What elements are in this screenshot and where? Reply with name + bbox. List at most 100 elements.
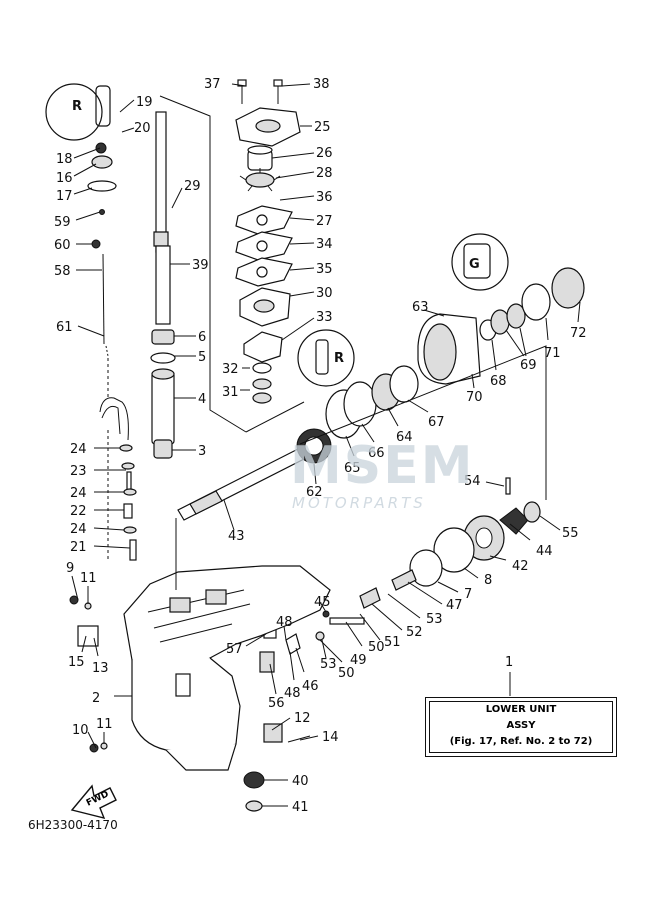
- nut-41: [245, 800, 263, 812]
- callout-35[interactable]: 35: [316, 262, 333, 277]
- callout-62[interactable]: 62: [306, 485, 323, 500]
- callout-29[interactable]: 29: [184, 179, 201, 194]
- callout-34[interactable]: 34: [316, 237, 333, 252]
- callout-36[interactable]: 36: [316, 190, 333, 205]
- callout-50a[interactable]: 50: [368, 640, 385, 655]
- callout-68[interactable]: 68: [490, 374, 507, 389]
- callout-53a[interactable]: 53: [426, 612, 443, 627]
- callout-27[interactable]: 27: [316, 214, 333, 229]
- callout-71[interactable]: 71: [544, 346, 561, 361]
- callout-39[interactable]: 39: [192, 258, 209, 273]
- callout-13[interactable]: 13: [92, 661, 109, 676]
- callout-51[interactable]: 51: [384, 635, 401, 650]
- callout-1[interactable]: 1: [505, 655, 513, 670]
- drive-shaft: [155, 111, 167, 253]
- callout-3[interactable]: 3: [198, 444, 206, 459]
- leader-lines: [71, 83, 581, 807]
- callout-42[interactable]: 42: [512, 559, 529, 574]
- callout-47[interactable]: 47: [446, 598, 463, 613]
- legend-line-2: ASSY: [506, 720, 536, 731]
- callout-24b[interactable]: 24: [70, 486, 87, 501]
- callout-11b[interactable]: 11: [96, 717, 113, 732]
- callout-30[interactable]: 30: [316, 286, 333, 301]
- legend-line-3: (Fig. 17, Ref. No. 2 to 72): [449, 736, 593, 747]
- bearing-3: [153, 439, 173, 459]
- gear-case: [123, 565, 331, 812]
- callout-59[interactable]: 59: [54, 215, 71, 230]
- callout-57[interactable]: 57: [226, 642, 243, 657]
- legend-line-1: LOWER UNIT: [485, 704, 557, 715]
- callout-70[interactable]: 70: [466, 390, 483, 405]
- callout-60[interactable]: 60: [54, 238, 71, 253]
- callout-46[interactable]: 46: [302, 679, 319, 694]
- callout-17[interactable]: 17: [56, 189, 73, 204]
- callout-23[interactable]: 23: [70, 464, 87, 479]
- callout-50b[interactable]: 50: [338, 666, 355, 681]
- callout-18[interactable]: 18: [56, 152, 73, 167]
- callout-28[interactable]: 28: [316, 166, 333, 181]
- callout-48b[interactable]: 48: [284, 686, 301, 701]
- screw-10: [89, 743, 99, 753]
- bearing-housing-group: G: [417, 243, 585, 385]
- callout-72[interactable]: 72: [570, 326, 587, 341]
- callout-38[interactable]: 38: [313, 77, 330, 92]
- svg-text:G: G: [469, 257, 480, 272]
- callout-66[interactable]: 66: [368, 446, 385, 461]
- circlip-71: [521, 283, 551, 321]
- callout-69[interactable]: 69: [520, 358, 537, 373]
- callout-31[interactable]: 31: [222, 385, 239, 400]
- callout-20[interactable]: 20: [134, 121, 151, 136]
- callout-24a[interactable]: 24: [70, 442, 87, 457]
- water-tube: [99, 397, 129, 441]
- callout-9[interactable]: 9: [66, 561, 74, 576]
- callout-7[interactable]: 7: [464, 587, 472, 602]
- callout-49[interactable]: 49: [350, 653, 367, 668]
- callout-55[interactable]: 55: [562, 526, 579, 541]
- inset-circle-g: [451, 233, 509, 291]
- callout-12[interactable]: 12: [294, 711, 311, 726]
- callout-22[interactable]: 22: [70, 504, 87, 519]
- callout-33[interactable]: 33: [316, 310, 333, 325]
- bolt-38: [273, 79, 283, 104]
- callout-58[interactable]: 58: [54, 264, 71, 279]
- callout-11a[interactable]: 11: [80, 571, 97, 586]
- svg-text:R: R: [72, 99, 82, 114]
- bolt-37: [237, 79, 247, 104]
- callout-6[interactable]: 6: [198, 330, 206, 345]
- callout-26[interactable]: 26: [316, 146, 333, 161]
- callout-24c[interactable]: 24: [70, 522, 87, 537]
- callout-61[interactable]: 61: [56, 320, 73, 335]
- drive-shaft-group: [150, 111, 176, 459]
- callout-4[interactable]: 4: [198, 392, 206, 407]
- callout-53b[interactable]: 53: [320, 657, 337, 672]
- callout-25[interactable]: 25: [314, 120, 331, 135]
- propeller-shaft-group: [177, 365, 419, 521]
- callout-41[interactable]: 41: [292, 800, 309, 815]
- callout-8[interactable]: 8: [484, 573, 492, 588]
- callout-63[interactable]: 63: [412, 300, 429, 315]
- callout-5[interactable]: 5: [198, 350, 206, 365]
- callout-10[interactable]: 10: [72, 723, 89, 738]
- callout-56[interactable]: 56: [268, 696, 285, 711]
- callout-37[interactable]: 37: [204, 77, 221, 92]
- callout-2[interactable]: 2: [92, 691, 100, 706]
- callout-44[interactable]: 44: [536, 544, 553, 559]
- callout-65[interactable]: 65: [344, 461, 361, 476]
- callout-45[interactable]: 45: [314, 595, 331, 610]
- bearing-6: [151, 329, 175, 345]
- callout-43[interactable]: 43: [228, 529, 245, 544]
- callout-48a[interactable]: 48: [276, 615, 293, 630]
- callout-19[interactable]: 19: [136, 95, 153, 110]
- callout-54[interactable]: 54: [464, 474, 481, 489]
- callout-14[interactable]: 14: [322, 730, 339, 745]
- callout-15[interactable]: 15: [68, 655, 85, 670]
- callout-40[interactable]: 40: [292, 774, 309, 789]
- callout-67[interactable]: 67: [428, 415, 445, 430]
- callout-16[interactable]: 16: [56, 171, 73, 186]
- callout-52[interactable]: 52: [406, 625, 423, 640]
- callout-64[interactable]: 64: [396, 430, 413, 445]
- callout-32[interactable]: 32: [222, 362, 239, 377]
- callout-21[interactable]: 21: [70, 540, 87, 555]
- diagram-code: 6H23300-4170: [28, 818, 118, 832]
- legend-inner: LOWER UNIT ASSY (Fig. 17, Ref. No. 2 to …: [429, 701, 613, 753]
